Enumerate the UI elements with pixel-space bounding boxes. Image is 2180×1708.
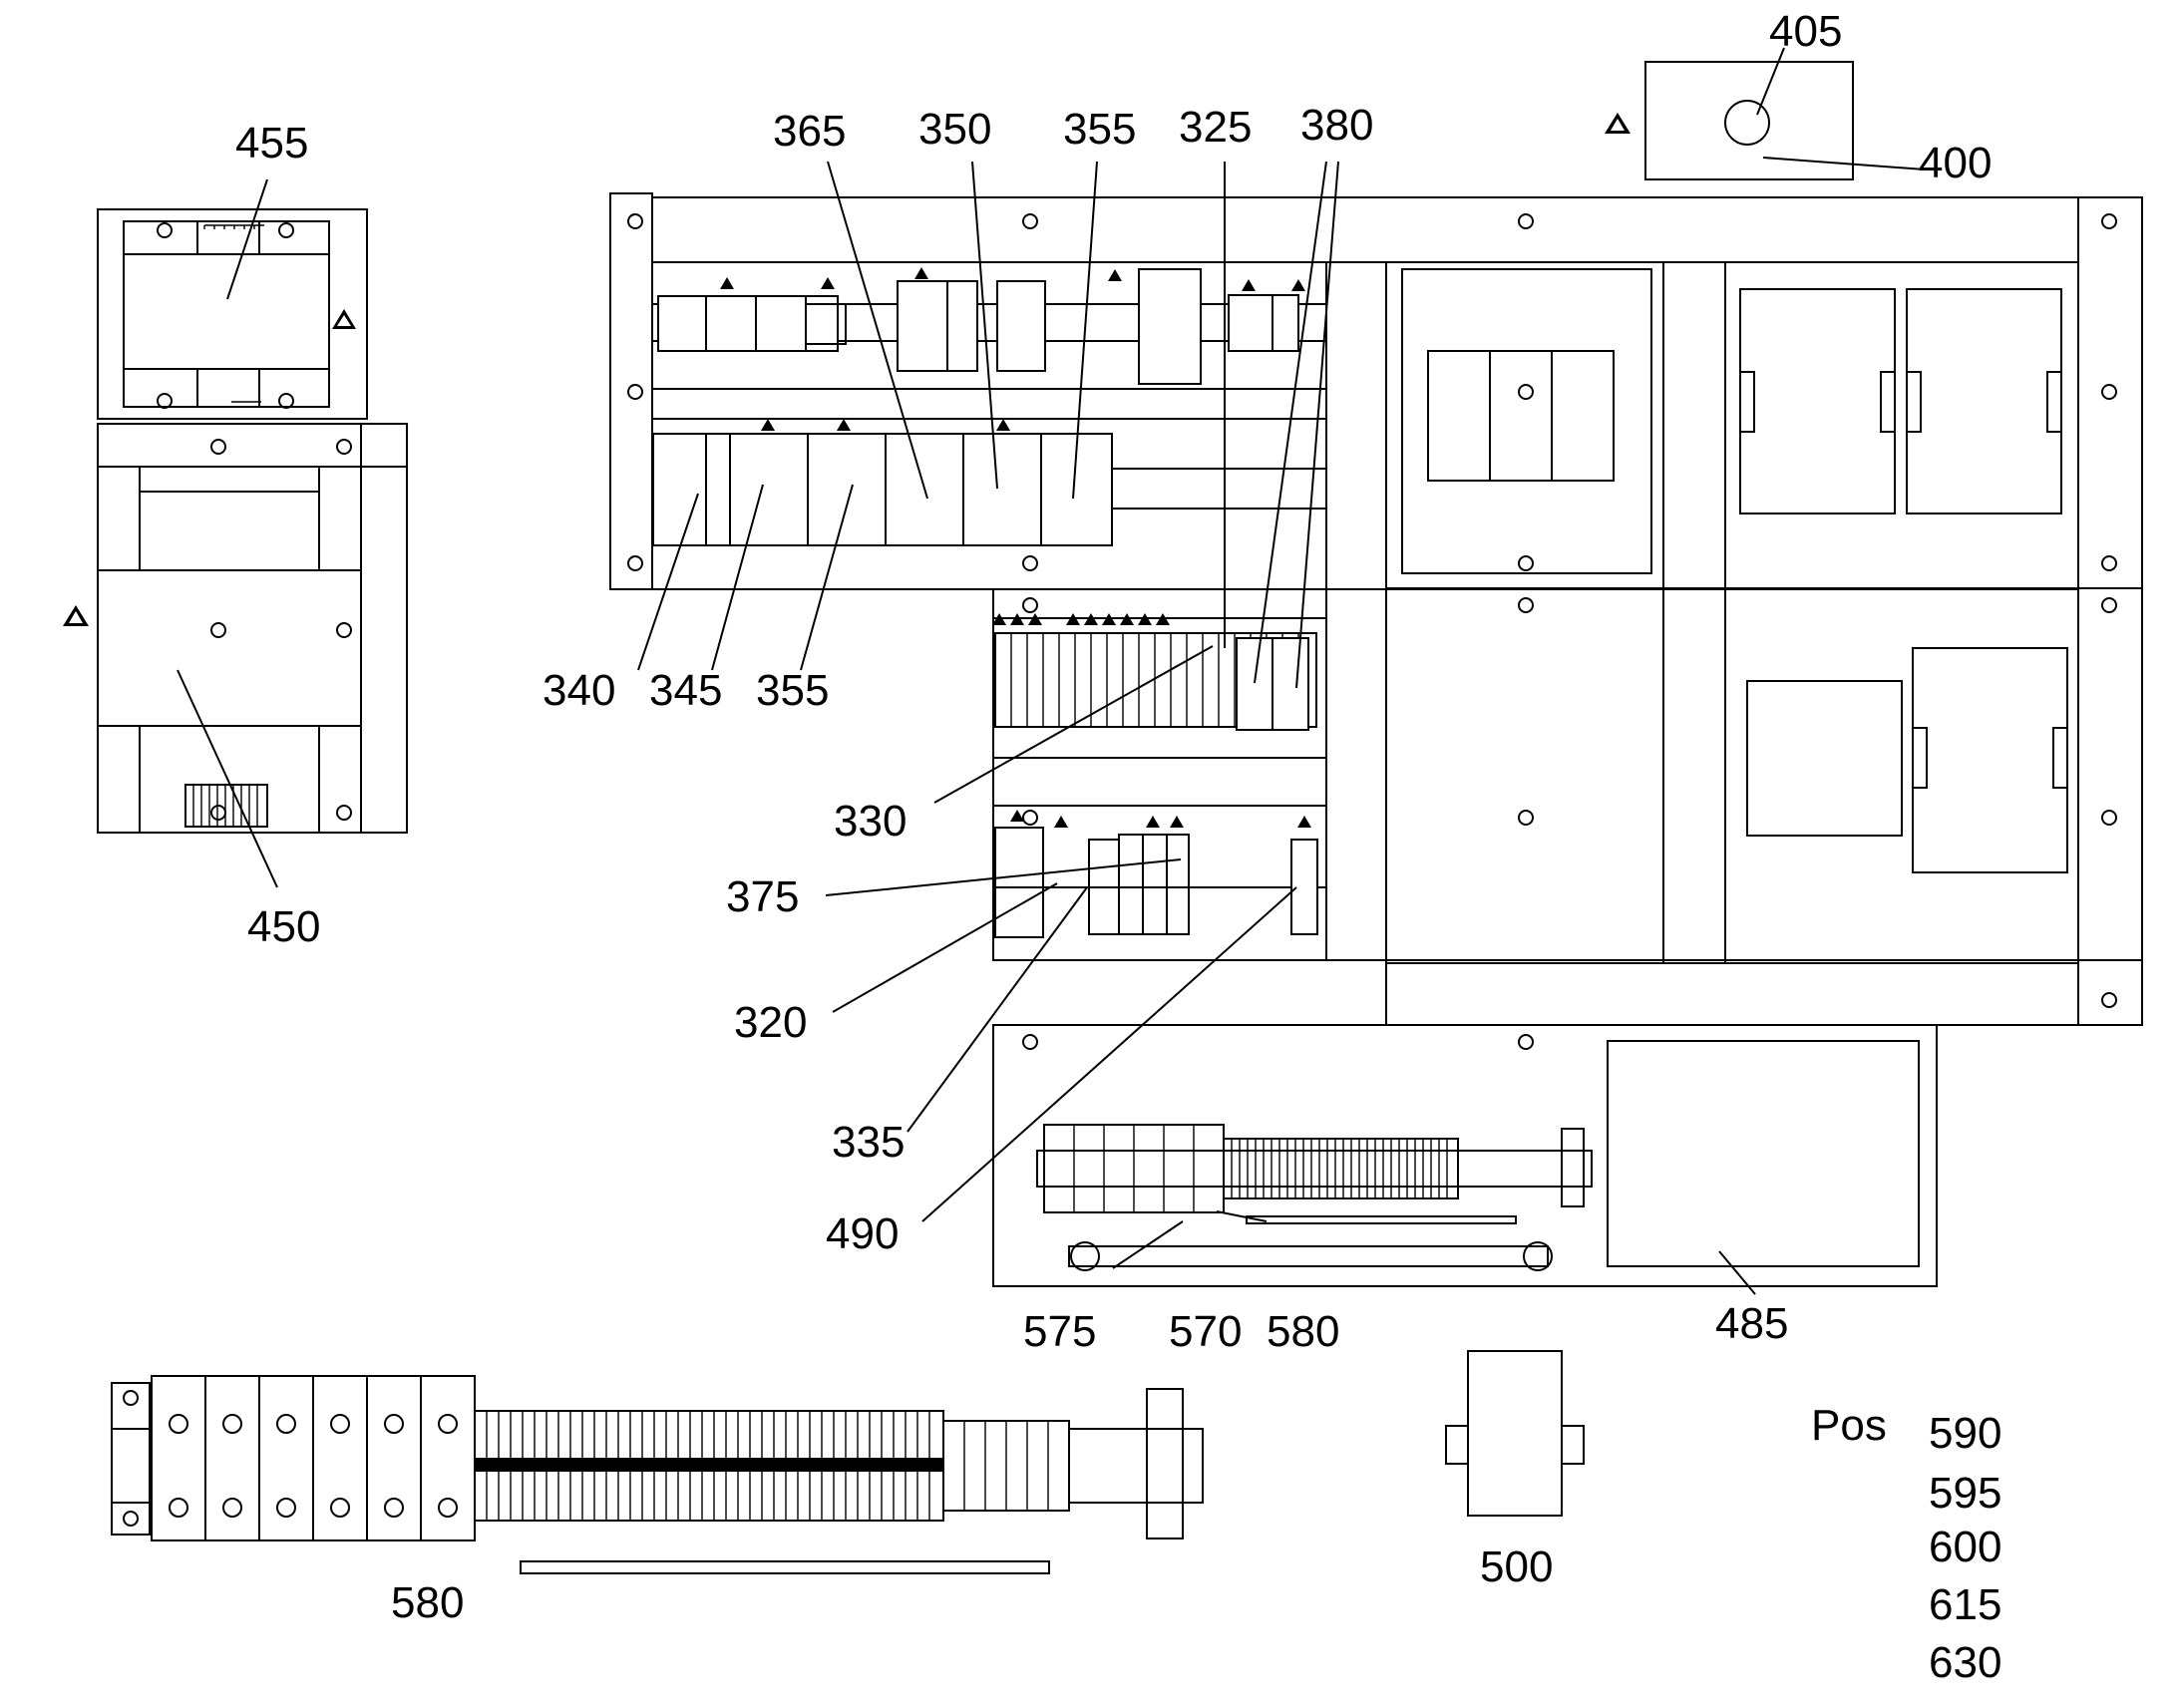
callout-580-bottom: 580 [391, 1578, 464, 1627]
pos-title: Pos [1811, 1401, 1887, 1450]
callout-375: 375 [726, 872, 799, 921]
callout-490: 490 [826, 1209, 899, 1258]
unit-455 [97, 208, 368, 420]
part-500 [1445, 1350, 1585, 1517]
callout-345: 345 [649, 666, 722, 715]
callout-570: 570 [1169, 1307, 1242, 1356]
callout-405: 405 [1769, 7, 1842, 56]
callout-500: 500 [1480, 1542, 1553, 1591]
warning-icon [1605, 113, 1631, 134]
callout-380: 380 [1300, 101, 1373, 150]
callout-365: 365 [773, 107, 846, 156]
callout-450: 450 [247, 902, 320, 951]
warning-icon [332, 309, 356, 329]
callout-330: 330 [834, 797, 907, 846]
pos-item: 595 [1929, 1469, 2001, 1518]
callout-labels: 455 450 365 350 355 325 380 405 400 340 … [235, 7, 1992, 1627]
unit-400 [1644, 61, 1854, 180]
screw-row [627, 213, 2117, 1050]
pos-item: 630 [1929, 1638, 2001, 1687]
callout-575: 575 [1023, 1307, 1096, 1356]
pos-item: 615 [1929, 1580, 2001, 1629]
terminal-strip-580 [111, 1375, 1204, 1574]
callout-325: 325 [1179, 103, 1252, 152]
main-cabinet [609, 192, 2143, 1287]
unit-450 [97, 423, 408, 834]
warning-icon [63, 605, 89, 626]
callout-400: 400 [1919, 139, 1992, 187]
callout-335: 335 [832, 1118, 905, 1167]
callout-455: 455 [235, 119, 308, 168]
callout-350: 350 [918, 105, 991, 154]
position-list: Pos 590 595 600 615 630 [1811, 1401, 2001, 1687]
callout-485: 485 [1715, 1299, 1788, 1348]
callout-340: 340 [543, 666, 615, 715]
leader-lines [177, 47, 1926, 1295]
warning-icon-row [720, 267, 1311, 828]
callout-355-top: 355 [1063, 105, 1136, 154]
callout-580-top: 580 [1267, 1307, 1339, 1356]
pos-item: 600 [1929, 1523, 2001, 1571]
callout-355-bottom: 355 [756, 666, 829, 715]
pos-item: 590 [1929, 1409, 2001, 1458]
callout-320: 320 [734, 998, 807, 1047]
